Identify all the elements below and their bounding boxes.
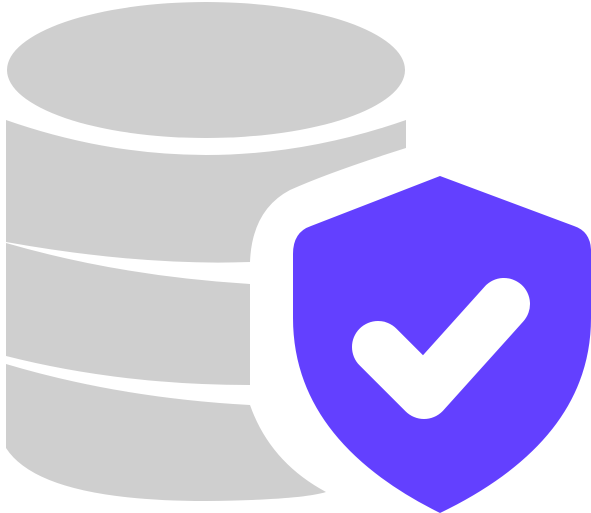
database-band-upper — [6, 120, 406, 263]
database-icon — [6, 2, 406, 501]
database-band-lower — [6, 364, 326, 501]
database-top-disk — [7, 2, 405, 138]
check-icon — [352, 278, 530, 419]
database-band-middle — [6, 243, 250, 385]
